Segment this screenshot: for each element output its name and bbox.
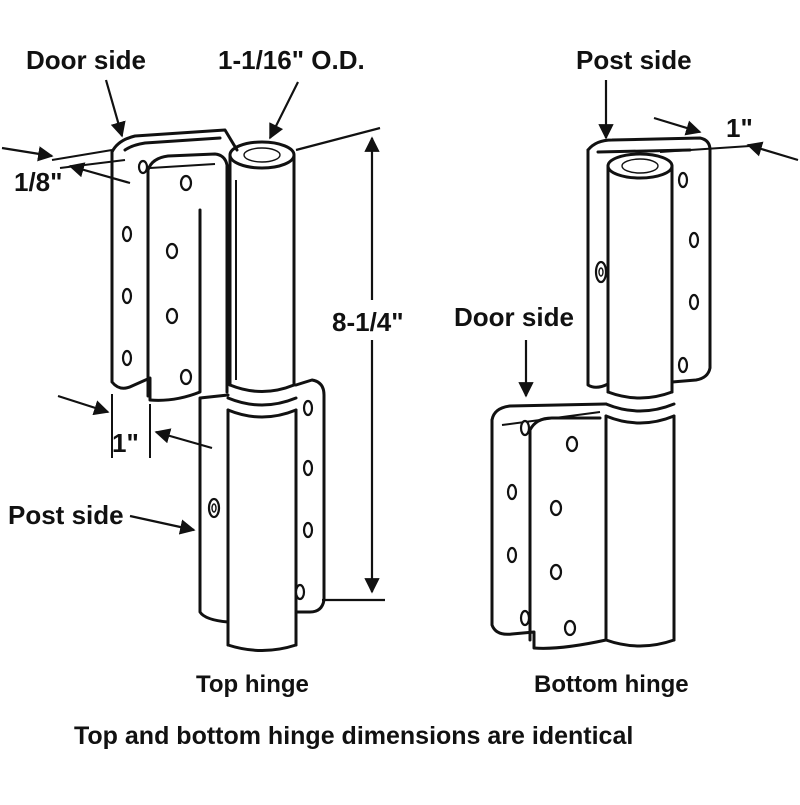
bottom-door-side-label: Door side <box>454 302 574 332</box>
bottom-post-side-label: Post side <box>576 45 692 75</box>
bottom-offset-label: 1" <box>726 113 753 143</box>
top-hinge-post-leaf <box>198 378 326 624</box>
top-hinge-gap-dimension <box>1 146 131 185</box>
top-post-side-label: Post side <box>8 500 124 530</box>
bottom-hinge-drawing <box>490 80 799 650</box>
top-offset-label: 1" <box>112 428 139 458</box>
top-hinge-drawing <box>1 79 385 652</box>
top-od-label: 1-1/16" O.D. <box>218 45 365 75</box>
top-hinge-offset-dimension <box>57 394 213 458</box>
bottom-hinge-caption: Bottom hinge <box>534 671 689 698</box>
top-door-side-arrow <box>104 79 126 138</box>
top-hinge-height-dimension <box>295 126 385 602</box>
top-hinge-door-leaf <box>110 128 239 402</box>
top-od-arrow <box>269 81 299 140</box>
footnote: Top and bottom hinge dimensions are iden… <box>74 722 633 750</box>
bottom-hinge-offset-dimension <box>653 116 799 162</box>
top-hinge-barrel <box>226 140 298 652</box>
bottom-hinge-barrel <box>604 152 676 648</box>
top-door-side-label: Door side <box>26 45 146 75</box>
top-gap-label: 1/8" <box>14 167 62 197</box>
top-post-side-arrow <box>129 514 196 535</box>
bottom-hinge-post-leaf <box>586 136 712 389</box>
bottom-hinge-door-leaf <box>490 402 608 650</box>
top-hinge-caption: Top hinge <box>196 671 309 698</box>
top-height-label: 8-1/4" <box>332 307 404 337</box>
